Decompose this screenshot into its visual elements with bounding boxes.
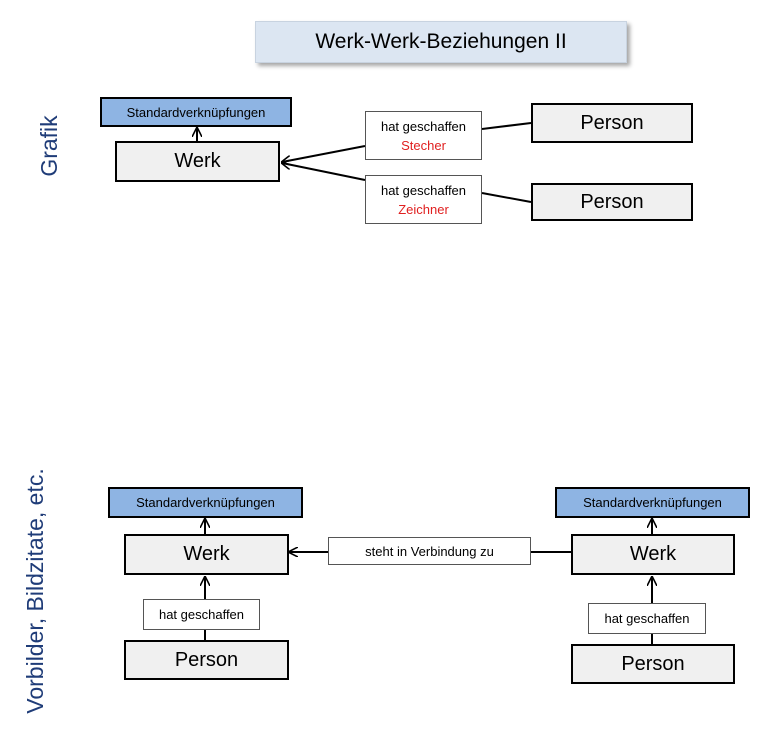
person-node-zeichner: Person: [531, 183, 693, 221]
rel-top-to-werk-arrow: [282, 145, 366, 162]
right-standard-links-box: Standardverknüpfungen: [555, 487, 750, 518]
left-standard-links-box: Standardverknüpfungen: [108, 487, 303, 518]
side-label-vorbilder: Vorbilder, Bildzitate, etc.: [22, 468, 48, 714]
right-person-node: Person: [571, 644, 735, 684]
diagram-title: Werk-Werk-Beziehungen II: [255, 21, 627, 63]
standard-links-box: Standardverknüpfungen: [100, 97, 292, 127]
left-person-node: Person: [124, 640, 289, 680]
right-werk-node: Werk: [571, 534, 735, 575]
left-werk-node: Werk: [124, 534, 289, 575]
relation-stecher-label: hat geschaffen Stecher: [365, 111, 482, 160]
person-node-stecher: Person: [531, 103, 693, 143]
connection-label: steht in Verbindung zu: [328, 537, 531, 565]
relation-zeichner-label: hat geschaffen Zeichner: [365, 175, 482, 224]
rel-bottom-to-werk-arrow: [282, 163, 366, 181]
relation-text: hat geschaffen: [380, 118, 467, 134]
right-relation-label: hat geschaffen: [588, 603, 706, 634]
werk-node: Werk: [115, 141, 280, 182]
person-top-to-rel-line: [481, 122, 532, 130]
relation-text: hat geschaffen: [380, 182, 467, 198]
side-label-grafik: Grafik: [36, 115, 62, 177]
role-text: Zeichner: [398, 201, 449, 217]
left-relation-label: hat geschaffen: [143, 599, 260, 630]
person-bottom-to-rel-line: [481, 192, 532, 203]
role-text: Stecher: [401, 137, 446, 153]
